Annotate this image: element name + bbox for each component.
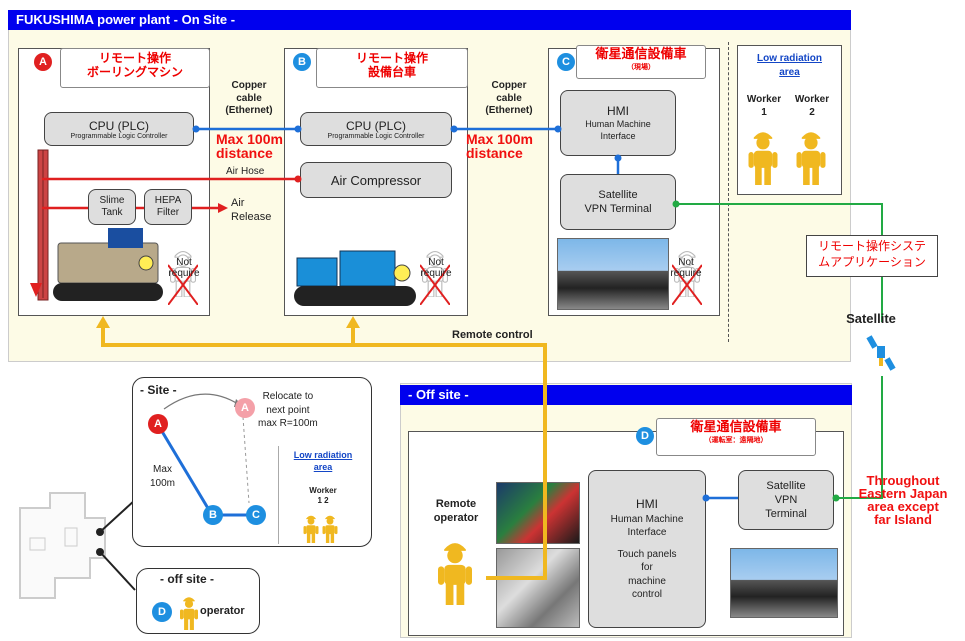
touch-panel-photo [496, 548, 580, 628]
worker-not-required-a-icon [168, 250, 198, 305]
satellite-icon [866, 330, 896, 376]
cpu-a-box: CPU (PLC) Programmable Logic Controller [44, 112, 194, 146]
site-low-rad-area [278, 446, 366, 544]
satellite-vehicle-photo [557, 238, 669, 310]
boring-machine-illustration [37, 149, 163, 301]
remote-app-label: リモート操作システムアプリケーション [806, 235, 938, 277]
air-hose-label: Air Hose [226, 166, 265, 177]
hmi-offsite-box: HMI Human Machine Interface Touch panels… [588, 470, 706, 628]
site-worker-2-icon [322, 515, 338, 543]
site-node-a-relocated: A [235, 398, 255, 418]
section-c-title: 衛星通信設備車 （現場） [576, 45, 706, 79]
badge-c: C [557, 53, 575, 71]
worker-not-required-b-icon [420, 250, 450, 305]
site-map-title: - Site - [140, 383, 177, 397]
section-a-title: リモート操作ボーリングマシン [60, 48, 210, 88]
satellite-vehicle-offsite-photo [730, 548, 838, 618]
air-compressor-box: Air Compressor [300, 162, 452, 198]
offsite-node-d: D [152, 602, 172, 622]
equipment-carrier-illustration [294, 250, 416, 306]
remote-control-label: Remote control [452, 329, 533, 341]
section-b-title: リモート操作設備台車 [316, 48, 468, 88]
section-d-title: 衛星通信設備車 （運転室：遠隔地） [656, 418, 816, 456]
control-screen-photo [496, 482, 580, 544]
offsite-operator-icon [180, 597, 198, 630]
site-node-b: B [203, 505, 223, 525]
zone-divider [728, 42, 729, 342]
worker-not-required-c-icon [672, 250, 702, 305]
map-pointer-lines [96, 499, 136, 591]
site-worker-1-icon [303, 515, 319, 543]
satellite-label: Satellite [846, 311, 896, 326]
badge-a: A [34, 53, 52, 71]
offsite-map-panel [136, 568, 260, 634]
offsite-header: - Off site - [400, 385, 852, 405]
badge-d: D [636, 427, 654, 445]
offsite-operator-label: operator [200, 605, 245, 617]
offsite-map-title: - off site - [160, 572, 214, 586]
badge-b: B [293, 53, 311, 71]
site-node-c: C [246, 505, 266, 525]
cpu-b-box: CPU (PLC) Programmable Logic Controller [300, 112, 452, 146]
hmi-onsite-box: HMI Human Machine Interface [560, 90, 676, 156]
site-node-a: A [148, 414, 168, 434]
onsite-header: FUKUSHIMA power plant - On Site - [8, 10, 851, 30]
low-radiation-box [737, 45, 842, 195]
